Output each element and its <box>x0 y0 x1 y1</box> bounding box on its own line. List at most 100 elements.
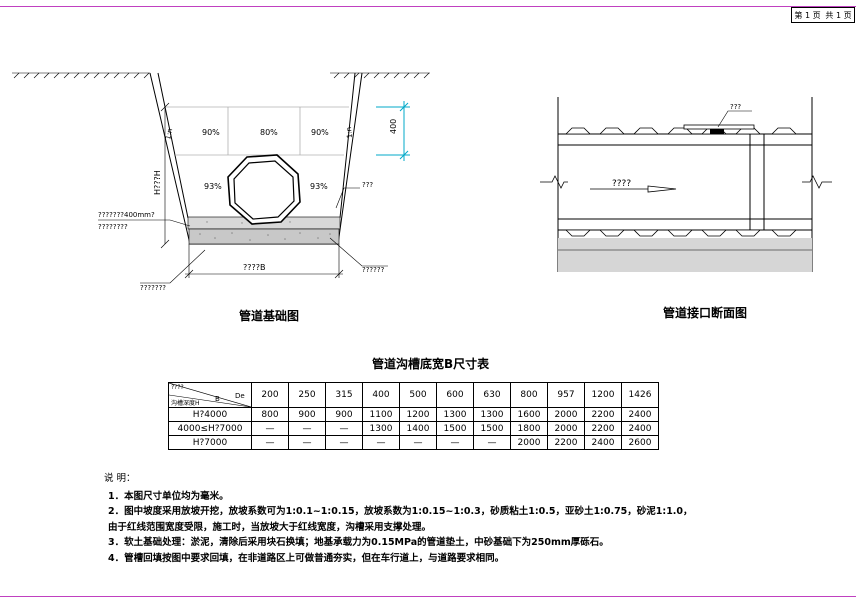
col-header: 315 <box>325 382 363 408</box>
bottom-left-label: ??????? <box>140 284 166 292</box>
table-cell: 2000 <box>547 407 585 422</box>
depth-label: H???H <box>153 170 162 195</box>
table-cell: — <box>473 435 511 450</box>
note-item: 由于红线范围宽度受限，施工时，当放坡大于红线宽度，沟槽采用支撑处理。 <box>108 521 432 533</box>
table-cell: 2000 <box>510 435 548 450</box>
table-cell: 900 <box>325 407 363 422</box>
width-label: ????B <box>243 263 265 272</box>
cover-depth-label: 400 <box>389 119 398 134</box>
table-cell: — <box>362 435 400 450</box>
note-item: 4．管槽回填按图中要求回填，在非道路区上可做普通夯实，但在车行道上，与道路要求相… <box>108 552 505 564</box>
page-number: 第 1 页 <box>794 10 821 20</box>
dimension-table: ???? De B 沟槽深度H 200 250 315 400 500 600 … <box>168 382 659 450</box>
sealing-ring <box>710 129 724 134</box>
foundation-caption: 管道基础图 <box>239 309 300 323</box>
bottom-corrugations <box>565 229 797 237</box>
row-label: H?7000 <box>168 435 252 450</box>
col-header: 500 <box>399 382 437 408</box>
slope-left: 1:n <box>164 128 174 141</box>
col-header: 957 <box>547 382 585 408</box>
pipe-inner <box>233 160 295 220</box>
bottom-right-label: ?????? <box>362 266 385 274</box>
leader-lines <box>98 187 388 284</box>
gravel-bedding <box>188 228 340 245</box>
row-label: H?4000 <box>168 407 252 422</box>
col-header: 600 <box>436 382 474 408</box>
table-cell: — <box>288 435 326 450</box>
pct-93-right: 93% <box>310 182 328 191</box>
bedding-texture <box>199 221 331 241</box>
table-cell: 2400 <box>584 435 622 450</box>
table-cell: 2600 <box>621 435 659 450</box>
table-cell: 1800 <box>510 421 548 436</box>
table-title: 管道沟槽底宽B尺寸表 <box>372 357 490 371</box>
col-header: 630 <box>473 382 511 408</box>
table-cell: — <box>325 435 363 450</box>
bottom-border-line <box>0 596 856 597</box>
table-cell: 1300 <box>473 407 511 422</box>
table-row: 4000≤H?7000 — — — 1300 1400 1500 1500 18… <box>168 421 659 436</box>
col-header: 200 <box>251 382 289 408</box>
top-corrugations <box>565 127 797 135</box>
right-label-top: ??? <box>362 181 373 189</box>
corner-diagonals <box>169 383 251 407</box>
col-header: 400 <box>362 382 400 408</box>
corner-top-label: ???? <box>171 384 184 391</box>
table-cell: — <box>251 435 289 450</box>
corner-de-label: De <box>235 392 245 400</box>
table-cell: 1200 <box>399 407 437 422</box>
joint-caption: 管道接口断面图 <box>663 306 748 320</box>
pct-90-left: 90% <box>202 128 220 137</box>
top-border-line <box>0 6 856 7</box>
table-cell: 2400 <box>621 421 659 436</box>
table-cell: 1100 <box>362 407 400 422</box>
width-dimension <box>184 244 344 279</box>
cover-dimension <box>376 101 410 161</box>
notes-block: 说 明： 1．本图尺寸单位均为毫米。 2．图中坡度采用放坡开挖，放坡系数可为1:… <box>104 471 693 566</box>
table-cell: 800 <box>251 407 289 422</box>
layer-label-1: ???????400mm? <box>98 211 155 219</box>
page-indicator: 第 1 页 共 1 页 <box>791 7 855 23</box>
table-row: H?4000 800 900 900 1100 1200 1300 1300 1… <box>168 407 659 422</box>
table-cell: — <box>436 435 474 450</box>
corner-b-label: B <box>215 395 220 403</box>
row-label: 4000≤H?7000 <box>168 421 252 436</box>
flow-arrow <box>590 185 677 193</box>
table-cell: 2200 <box>584 421 622 436</box>
table-cell: 1500 <box>436 421 474 436</box>
notes-heading: 说 明： <box>104 473 136 484</box>
table-cell: — <box>325 421 363 436</box>
table-cell: 2200 <box>547 435 585 450</box>
table-corner-cell: ???? De B 沟槽深度H <box>168 382 252 408</box>
ground-hatch-right <box>330 72 430 79</box>
ground-hatch-left <box>12 72 150 79</box>
pct-80: 80% <box>260 128 278 137</box>
table-cell: 2400 <box>621 407 659 422</box>
foundation-diagram: 400 H???H ????B 90% 80% 90% 93% 93% 1:n … <box>12 72 430 292</box>
table-cell: 1300 <box>436 407 474 422</box>
break-lines <box>540 175 832 189</box>
col-header: 250 <box>288 382 326 408</box>
table-cell: 1300 <box>362 421 400 436</box>
backfill-zones <box>166 106 349 156</box>
table-cell: 1400 <box>399 421 437 436</box>
table-cell: 1600 <box>510 407 548 422</box>
col-header: 1426 <box>621 382 659 408</box>
top-label-leader <box>717 110 752 128</box>
note-item: 1．本图尺寸单位均为毫米。 <box>108 490 229 502</box>
layer-label-2: ???????? <box>98 223 128 231</box>
corner-left-label: 沟槽深度H <box>171 400 200 407</box>
joint-bedding <box>558 238 812 272</box>
table-cell: 2000 <box>547 421 585 436</box>
table-cell: 2200 <box>584 407 622 422</box>
table-cell: 1500 <box>473 421 511 436</box>
note-item: 3．软土基础处理：淤泥，清除后采用块石换填；地基承载力为0.15MPa的管道垫土… <box>108 537 609 548</box>
pct-93-left: 93% <box>204 182 222 191</box>
pct-90-right: 90% <box>311 128 329 137</box>
page-total: 共 1 页 <box>825 10 852 20</box>
flow-label: ???? <box>612 179 631 189</box>
table-cell: 900 <box>288 407 326 422</box>
table-cell: — <box>399 435 437 450</box>
joint-diagram: ???? ??? <box>540 97 832 272</box>
joint-top-label: ??? <box>730 103 741 111</box>
